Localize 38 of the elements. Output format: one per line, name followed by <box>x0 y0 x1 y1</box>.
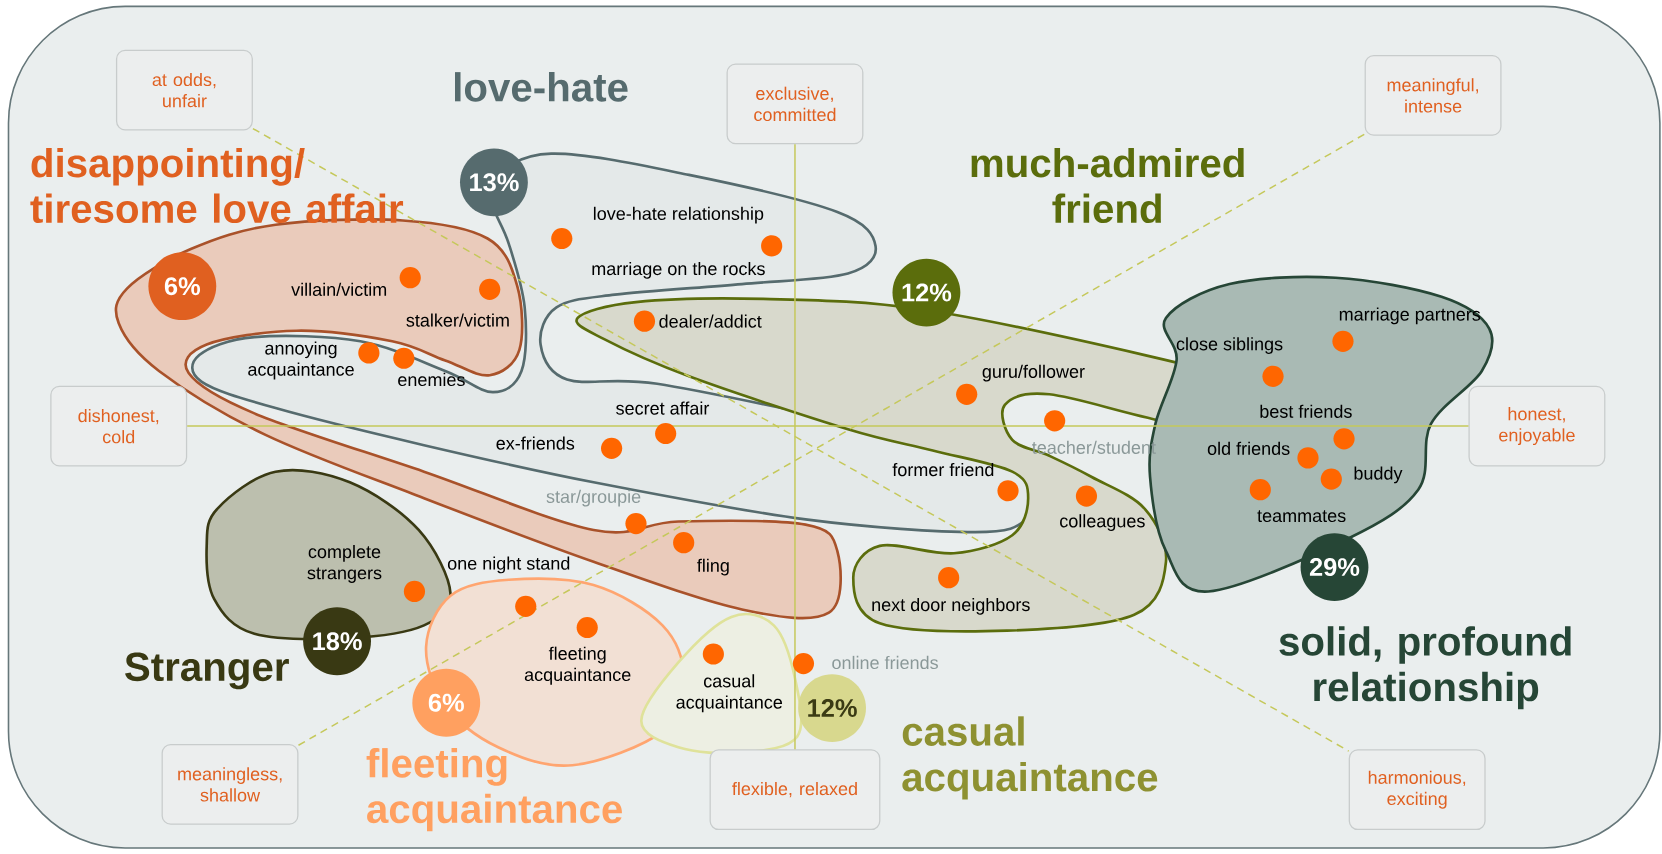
item-label: close siblings <box>1176 337 1283 354</box>
pole-box: dishonest, cold <box>50 385 188 467</box>
pole-box: harmonious, exciting <box>1348 749 1486 830</box>
item-label: buddy <box>1354 466 1403 484</box>
item-label: best friends <box>1260 404 1352 418</box>
item-label: marriage on the rocks <box>592 261 765 279</box>
item-label: marriage partners <box>1339 307 1481 325</box>
axis-line <box>794 143 796 750</box>
cluster-title: love-hate <box>455 71 628 102</box>
cluster-title: casual acquaintance <box>902 716 1158 800</box>
item-label: star/groupie <box>546 489 641 507</box>
item-label: guru/follower <box>982 364 1085 382</box>
item-label: villain/victim <box>291 282 387 296</box>
item-label: dealer/addict <box>659 314 762 328</box>
item-label: ex-friends <box>496 436 575 450</box>
item-label: online friends <box>832 655 938 669</box>
item-label: stalker/victim <box>406 313 509 327</box>
cluster-title: solid, profound relationship <box>1279 626 1571 710</box>
axis-line <box>186 425 1470 427</box>
item-label: old friends <box>1207 441 1290 455</box>
item-label: one night stand <box>447 556 570 574</box>
item-label: love-hate relationship <box>593 206 764 224</box>
cluster-title: disappointing/ tiresome love affair <box>30 147 404 223</box>
pole-box: exclusive, committed <box>726 63 864 145</box>
cluster-title: Stranger <box>125 652 289 690</box>
item-label: fling <box>697 558 729 576</box>
pole-box: at odds, unfair <box>115 49 253 131</box>
pole-box: meaningful, intense <box>1364 54 1502 136</box>
item-label: enemies <box>398 372 465 386</box>
item-label: former friend <box>892 462 994 477</box>
pole-box: meaningless, shallow <box>161 743 299 825</box>
item-label: secret affair <box>616 401 710 415</box>
item-label: casual acquaintance <box>676 674 783 713</box>
cluster-title: fleeting acquaintance <box>366 747 622 832</box>
item-label: colleagues <box>1060 514 1145 531</box>
pole-box: honest, enjoyable <box>1468 385 1606 467</box>
item-label: annoying acquaintance <box>248 341 354 380</box>
pole-box: flexible, relaxed <box>709 749 881 830</box>
